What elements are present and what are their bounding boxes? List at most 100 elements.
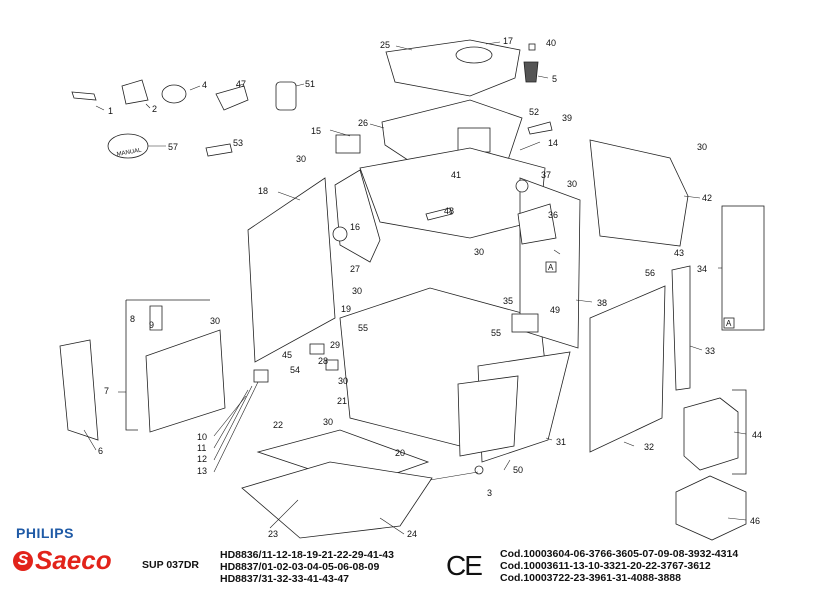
callout-30-a: 30 xyxy=(296,154,306,164)
part-panel-6 xyxy=(59,339,99,441)
callout-5: 5 xyxy=(552,74,557,84)
callout-10: 10 xyxy=(197,432,207,442)
part-pump-49 xyxy=(511,313,539,333)
callout-20: 20 xyxy=(395,448,405,458)
callout-30-f: 30 xyxy=(210,316,220,326)
callout-11: 11 xyxy=(197,443,206,453)
part-module-36 xyxy=(517,203,557,245)
callout-56: 56 xyxy=(645,268,655,278)
saeco-logo: S Saeco xyxy=(13,545,112,576)
ce-mark: CE xyxy=(446,550,483,581)
part-tank-cup xyxy=(457,127,491,153)
part-foot-3 xyxy=(474,465,484,475)
callout-33: 33 xyxy=(705,346,715,356)
callout-9: 9 xyxy=(149,320,154,330)
part-accessory-2 xyxy=(121,79,149,105)
callout-17: 17 xyxy=(503,36,513,46)
part-boiler-44 xyxy=(683,397,739,471)
callout-1: 1 xyxy=(108,106,113,116)
part-left-side-panel-18 xyxy=(247,177,336,363)
callout-23: 23 xyxy=(268,529,278,539)
box-a-label: A xyxy=(548,263,554,272)
callout-47: 47 xyxy=(236,79,246,89)
callout-37: 37 xyxy=(541,170,551,180)
callout-32: 32 xyxy=(644,442,654,452)
part-bracket-8-9 xyxy=(149,305,163,331)
callout-35: 35 xyxy=(503,296,513,306)
bracket-7 xyxy=(125,299,210,431)
callout-6: 6 xyxy=(98,446,103,456)
part-top-cover-14 xyxy=(359,147,546,239)
callout-48: 48 xyxy=(444,206,454,216)
callout-54: 54 xyxy=(290,365,300,375)
callout-34: 34 xyxy=(697,264,707,274)
callout-40: 40 xyxy=(546,38,556,48)
part-knob-16 xyxy=(332,226,348,242)
callout-31: 31 xyxy=(556,437,566,447)
callout-24: 24 xyxy=(407,529,417,539)
callout-15: 15 xyxy=(311,126,321,136)
callout-13: 13 xyxy=(197,466,207,476)
callout-3: 3 xyxy=(487,488,492,498)
callout-43: 43 xyxy=(674,248,684,258)
part-valve-5 xyxy=(523,61,539,83)
part-accessory-47 xyxy=(215,85,249,111)
callout-7: 7 xyxy=(104,386,109,396)
callout-21: 21 xyxy=(337,396,347,406)
hd-code-list: HD8836/11-12-18-19-21-22-29-41-43 HD8837… xyxy=(220,549,394,585)
part-cap-40 xyxy=(528,43,536,51)
callout-30-d: 30 xyxy=(474,247,484,257)
part-plate-13 xyxy=(253,369,269,383)
part-accessory-1 xyxy=(71,91,97,101)
part-label-15 xyxy=(335,134,361,154)
callout-55-b: 55 xyxy=(491,328,501,338)
callout-44: 44 xyxy=(752,430,762,440)
callout-30-e: 30 xyxy=(352,286,362,296)
callout-27: 27 xyxy=(350,264,360,274)
callout-41: 41 xyxy=(451,170,461,180)
saeco-wordmark: Saeco xyxy=(35,545,112,575)
part-clip-39 xyxy=(527,121,553,135)
callout-28: 28 xyxy=(318,356,328,366)
callout-18: 18 xyxy=(258,186,268,196)
callout-46: 46 xyxy=(750,516,760,526)
cod-code-line: Cod.10003722-23-3961-31-4088-3888 xyxy=(500,572,681,584)
hd-code-line: HD8836/11-12-18-19-21-22-29-41-43 xyxy=(220,549,394,561)
callout-51: 51 xyxy=(305,79,315,89)
callout-50: 50 xyxy=(513,465,523,475)
part-control-board-42 xyxy=(589,139,689,247)
part-detail-box-a xyxy=(721,205,765,331)
hd-code-line: HD8837/31-32-33-41-43-47 xyxy=(220,573,349,585)
cod-code-line: Cod.10003604-06-3766-3605-07-09-08-3932-… xyxy=(500,548,739,560)
callout-57: 57 xyxy=(168,142,178,152)
callout-39: 39 xyxy=(562,113,572,123)
part-accessory-51 xyxy=(275,81,297,111)
callout-30-g: 30 xyxy=(338,376,348,386)
part-card-53 xyxy=(205,143,233,157)
callout-53: 53 xyxy=(233,138,243,148)
part-switch-54 xyxy=(309,343,325,355)
callout-45: 45 xyxy=(282,350,292,360)
callout-30-b: 30 xyxy=(567,179,577,189)
callout-16: 16 xyxy=(350,222,360,232)
saeco-s-icon: S xyxy=(13,550,33,571)
philips-logo: PHILIPS xyxy=(16,525,74,541)
callout-36: 36 xyxy=(548,210,558,220)
part-rail-33 xyxy=(671,265,691,391)
part-drip-tray-24 xyxy=(241,461,433,539)
callout-4: 4 xyxy=(202,80,207,90)
manual-label: MANUAL xyxy=(116,148,142,158)
box-a-detail xyxy=(723,317,735,329)
callout-14: 14 xyxy=(548,138,558,148)
part-right-side-panel-32 xyxy=(589,285,666,453)
callout-group: 1 2 3 4 5 6 7 8 9 10 11 12 13 14 15 16 1… xyxy=(98,36,762,539)
cod-code-line: Cod.10003611-13-10-3321-20-22-3767-3612 xyxy=(500,560,711,572)
callout-49: 49 xyxy=(550,305,560,315)
callout-52: 52 xyxy=(529,107,539,117)
cod-code-list: Cod.10003604-06-3766-3605-07-09-08-3932-… xyxy=(500,548,738,584)
callout-38: 38 xyxy=(597,298,607,308)
callout-42: 42 xyxy=(702,193,712,203)
callout-22: 22 xyxy=(273,420,283,430)
part-box-46 xyxy=(675,475,747,541)
